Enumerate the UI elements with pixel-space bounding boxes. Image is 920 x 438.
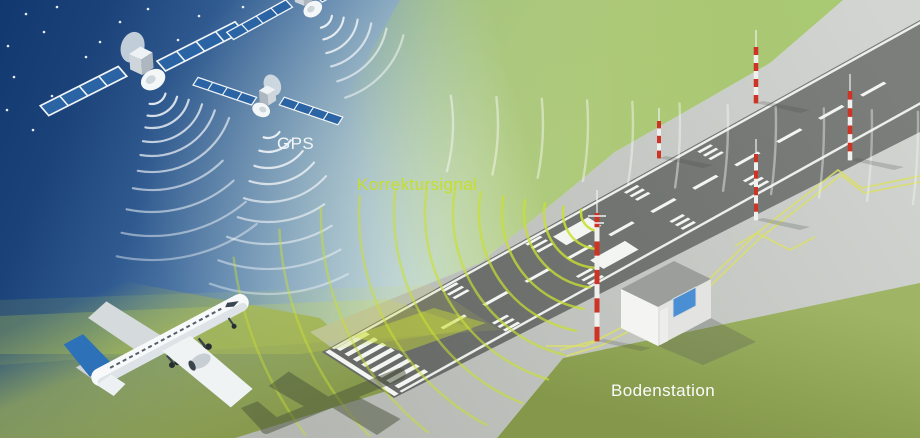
gps-satellites: [38, 0, 383, 126]
bodenstation-label: Bodenstation: [611, 381, 716, 400]
airplane-shadow: [240, 368, 406, 436]
runway: [322, 20, 920, 398]
stars: [5, 5, 252, 132]
antenna-masts: [588, 30, 904, 351]
grass-field-far: [228, 0, 843, 332]
korrektursignal-label: Korrektursignal: [357, 175, 478, 194]
runway-markings: [325, 20, 920, 397]
airplane: [63, 293, 253, 408]
grass-field-near: [497, 283, 920, 438]
gps-label: GPS: [277, 134, 315, 153]
ground-station-building: [621, 261, 756, 365]
